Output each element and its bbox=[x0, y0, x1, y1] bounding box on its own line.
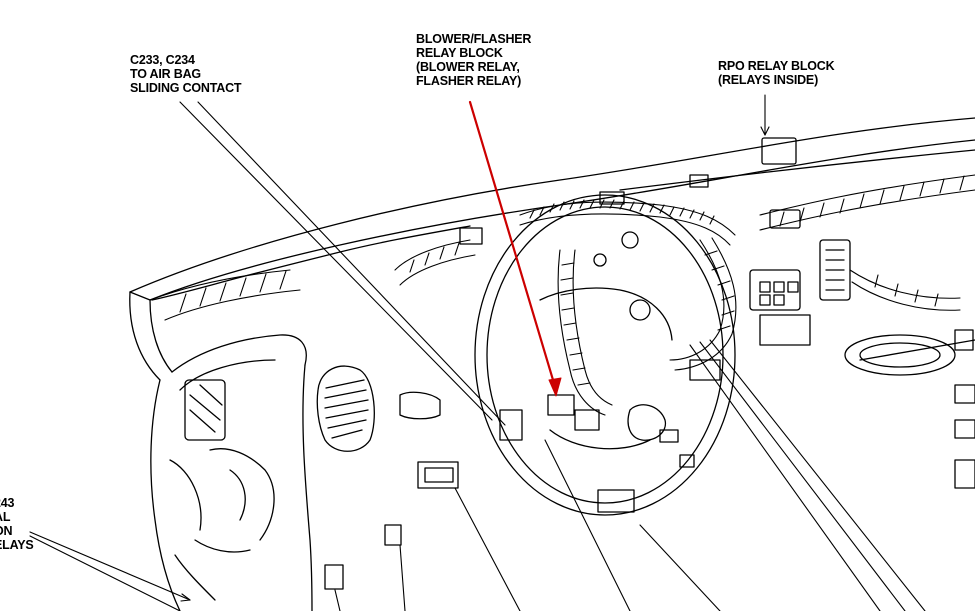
airbag-connector-callout: C233, C234 TO AIR BAG SLIDING CONTACT bbox=[130, 53, 242, 95]
callout-line: RPO RELAY BLOCK bbox=[718, 59, 835, 73]
steering-wheel bbox=[474, 194, 736, 516]
callout-line: AL bbox=[0, 510, 11, 524]
callout-line: 243 bbox=[0, 496, 15, 510]
callout-line: BLOWER/FLASHER bbox=[416, 32, 532, 46]
rpo-relay-block bbox=[761, 137, 797, 165]
connectors bbox=[324, 137, 975, 590]
callout-line: FLASHER RELAY) bbox=[416, 74, 522, 88]
callout-line: C233, C234 bbox=[130, 53, 195, 67]
relay-module bbox=[417, 461, 459, 489]
center-vent bbox=[316, 365, 441, 452]
left-partial-callout: 243 AL ON ELAYS bbox=[0, 496, 34, 552]
callout-line: TO AIR BAG bbox=[130, 67, 201, 81]
blower-relay-arrow bbox=[468, 100, 562, 397]
callout-line: ON bbox=[0, 524, 13, 538]
callout-line: (BLOWER RELAY, bbox=[416, 60, 520, 74]
dashboard-outline bbox=[129, 117, 975, 381]
rpo-relay-block-callout: RPO RELAY BLOCK (RELAYS INSIDE) bbox=[718, 59, 835, 87]
callout-line: RELAY BLOCK bbox=[416, 46, 503, 60]
callout-line: ELAYS bbox=[0, 538, 34, 552]
callout-line: SLIDING CONTACT bbox=[130, 81, 242, 95]
blower-flasher-relay-callout: BLOWER/FLASHER RELAY BLOCK (BLOWER RELAY… bbox=[416, 32, 531, 88]
wiring-harness bbox=[149, 174, 975, 416]
leader-lines bbox=[29, 94, 926, 611]
callout-line: (RELAYS INSIDE) bbox=[718, 73, 819, 87]
left-cluster bbox=[150, 334, 313, 611]
